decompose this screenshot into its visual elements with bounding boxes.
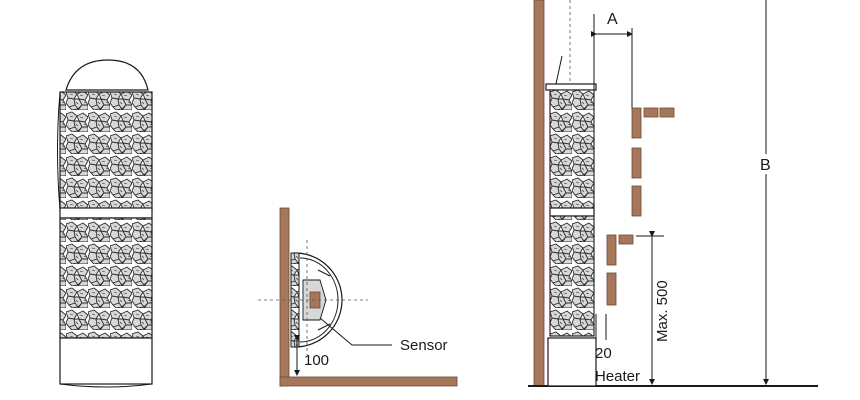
dim-b-label: B: [760, 157, 771, 174]
corner-wall-vertical: [279, 207, 290, 387]
side-elevation-diagram: A Max. 500 20 Heater B: [528, 0, 818, 387]
max-500-label: Max. 500: [654, 280, 671, 342]
heater-side-upper: [549, 89, 595, 209]
top-view-corner-diagram: 100 Sensor: [258, 207, 458, 387]
clearance-100-label: 100: [304, 352, 329, 369]
heater-top-cover: [65, 59, 149, 91]
heater-base: [59, 337, 153, 385]
sensor-label: Sensor: [400, 337, 448, 354]
corner-wall-horizontal: [279, 376, 458, 387]
dim-a-label: A: [607, 11, 618, 28]
heater-perspective-illustration: [57, 59, 153, 388]
heater-middle-band: [59, 207, 153, 219]
sauna-wall: [533, 0, 545, 387]
heater-upper-mantle: [59, 91, 153, 211]
heater-lower-mantle: [59, 217, 153, 339]
heater-side-lower: [549, 215, 595, 337]
heater-side-base: [547, 337, 597, 387]
clearance-20-label: 20: [595, 345, 612, 362]
heater-label: Heater: [595, 368, 640, 385]
